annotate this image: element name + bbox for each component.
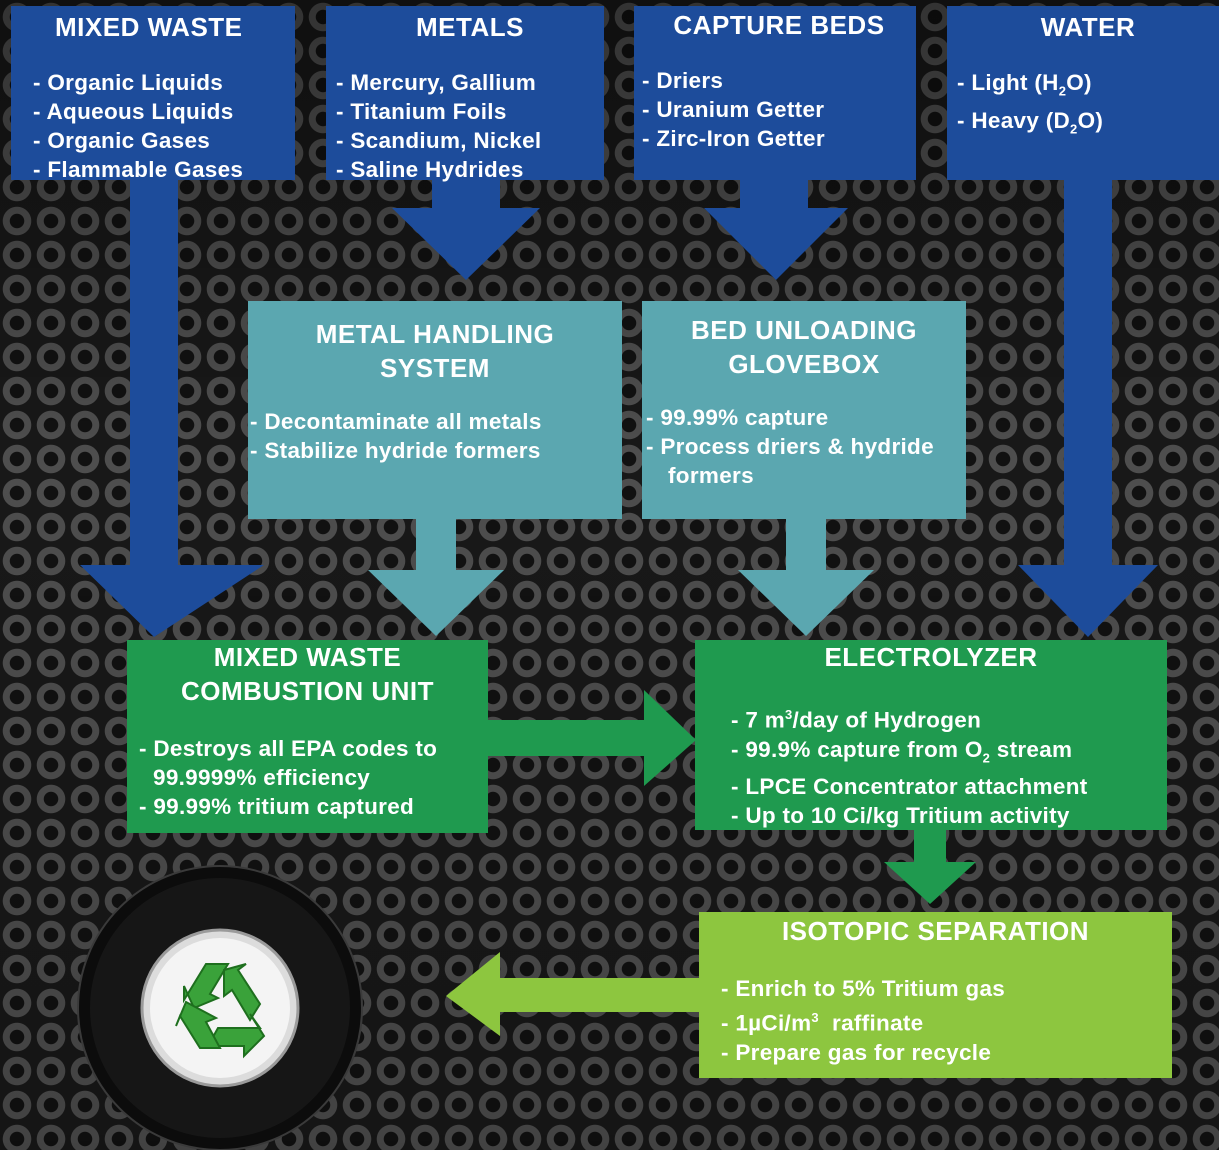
item-list: - Decontaminate all metals - Stabilize h… [248,407,622,465]
box-capture-beds: CAPTURE BEDS - Driers - Uranium Getter -… [634,6,916,180]
box-title: WATER [1040,12,1136,42]
list-item: - 99.9% capture from O2 stream [731,736,1073,766]
item-list: - Mercury, Gallium - Titanium Foils - Sc… [336,68,604,184]
box-title-line1: METAL HANDLING [315,319,555,349]
list-item: - Enrich to 5% Tritium gas [721,976,1006,1001]
list-item: - LPCE Concentrator attachment [731,774,1088,799]
list-item: - Mercury, Gallium [336,70,537,95]
box-title-line2: COMBUSTION UNIT [180,676,435,706]
list-item-continuation: formers [668,463,754,488]
list-item: - Organic Liquids [33,70,224,95]
list-item: - Decontaminate all metals [250,409,542,434]
item-list: - Light (H2O) - Heavy (D2O) [957,68,1219,143]
list-item: - Stabilize hydride formers [250,438,541,463]
box-title-line1: MIXED WASTE [213,642,402,672]
arrow-mixed-waste-to-combustion [80,180,264,637]
arrow-metals-to-handling [392,180,540,280]
item-list: - 99.99% capture - Process driers & hydr… [642,403,966,490]
list-item: - Driers [642,68,724,93]
list-item-continuation: 99.9999% efficiency [153,765,371,790]
list-item: - Scandium, Nickel [336,128,542,153]
item-list: - Enrich to 5% Tritium gas - 1µCi/m3 raf… [699,974,1172,1067]
box-title-line2: SYSTEM [380,353,490,383]
box-title: METALS [416,12,524,42]
item-list: - 7 m3/day of Hydrogen - 99.9% capture f… [695,700,1167,830]
arrow-capture-beds-to-glovebox [704,180,848,280]
arrow-electrolyzer-to-isotopic [884,830,976,904]
box-mixed-waste: MIXED WASTE - Organic Liquids - Aqueous … [11,6,295,182]
list-item: - 1µCi/m3 raffinate [721,1010,924,1036]
box-metals: METALS - Mercury, Gallium - Titanium Foi… [326,6,604,182]
recycle-icon [175,963,266,1059]
box-title: CAPTURE BEDS [673,10,885,40]
list-item: - Prepare gas for recycle [721,1039,992,1065]
arrow-isotopic-to-recycle [446,952,700,1036]
item-list: - Destroys all EPA codes to 99.9999% eff… [127,734,488,821]
list-item: - Up to 10 Ci/kg Tritium activity [731,803,1070,828]
list-item: - Saline Hydrides [336,157,524,182]
arrow-handling-to-combustion [368,518,504,636]
arrow-water-to-electrolyzer [1018,180,1158,637]
box-isotopic-separation: ISOTOPIC SEPARATION - Enrich to 5% Triti… [699,912,1172,1078]
box-combustion-unit: MIXED WASTE COMBUSTION UNIT - Destroys a… [127,640,488,833]
list-item: - Zirc-Iron Getter [642,126,825,151]
box-title: ELECTROLYZER [824,642,1038,672]
box-electrolyzer: ELECTROLYZER - 7 m3/day of Hydrogen - 99… [695,640,1167,830]
box-title-line1: BED UNLOADING [690,315,918,345]
box-title-line2: GLOVEBOX [728,349,880,379]
list-item: - Flammable Gases [33,157,244,182]
list-item: - Heavy (D2O) [957,107,1104,137]
box-title: ISOTOPIC SEPARATION [781,916,1090,946]
box-metal-handling-system: METAL HANDLING SYSTEM - Decontaminate al… [248,301,622,519]
list-item: - 99.99% tritium captured [139,794,415,819]
list-item: - Uranium Getter [642,97,825,122]
list-item: - Aqueous Liquids [33,99,234,124]
list-item: - Destroys all EPA codes to [139,736,438,761]
list-item: - Light (H2O) [957,70,1092,99]
box-title: MIXED WASTE [55,12,243,42]
recycle-disc [77,865,363,1150]
list-item: - 7 m3/day of Hydrogen [731,707,982,733]
list-item: - Process driers & hydride [646,434,934,459]
box-bed-unloading-glovebox: BED UNLOADING GLOVEBOX - 99.99% capture … [642,301,966,519]
list-item: - 99.99% capture [646,405,829,430]
list-item: - Titanium Foils [336,99,507,124]
arrow-glovebox-to-electrolyzer [738,518,874,636]
item-list: - Organic Liquids - Aqueous Liquids - Or… [33,68,295,184]
arrow-combustion-to-electrolyzer [488,690,696,786]
list-item: - Organic Gases [33,128,211,153]
box-water: WATER - Light (H2O) - Heavy (D2O) [947,6,1219,180]
item-list: - Driers - Uranium Getter - Zirc-Iron Ge… [642,66,916,153]
